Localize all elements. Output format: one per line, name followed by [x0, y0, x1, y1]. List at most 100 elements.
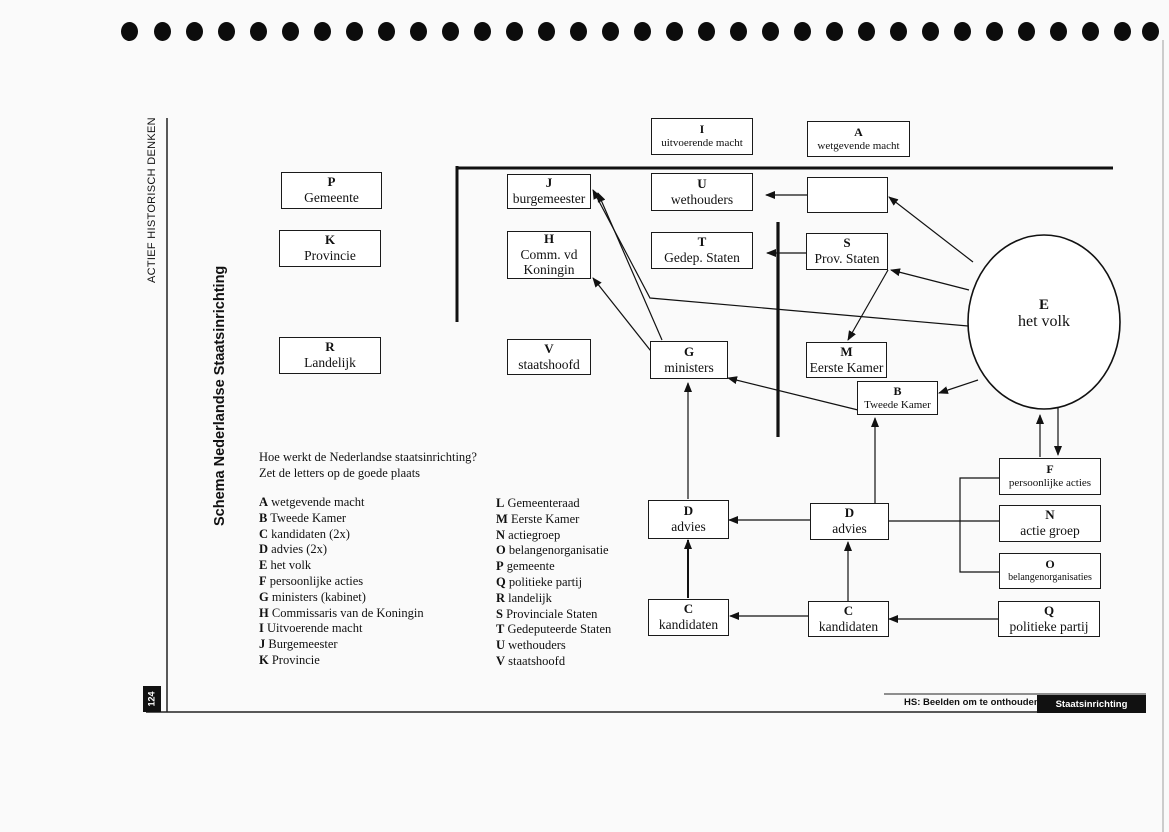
box-m-eerste-kamer: M Eerste Kamer	[806, 342, 887, 378]
binder-hole	[506, 22, 523, 41]
legend-item: T Gedeputeerde Staten	[496, 622, 611, 638]
box-j-burgemeester: J burgemeester	[507, 174, 591, 209]
binder-hole	[570, 22, 587, 41]
box-label: politieke partij	[1009, 618, 1089, 634]
binder-hole	[730, 22, 747, 41]
arrow-b-to-g	[727, 376, 859, 411]
legend-item: S Provinciale Staten	[496, 607, 611, 623]
box-o-belangenorganisaties: O belangenorganisaties	[999, 553, 1101, 589]
box-label: Gemeente	[304, 190, 359, 206]
legend-text: belangenorganisatie	[505, 543, 609, 558]
legend-item: M Eerste Kamer	[496, 512, 611, 528]
legend-letter: K	[259, 652, 269, 667]
box-label: burgemeester	[512, 191, 586, 207]
legend-letter: T	[496, 622, 505, 637]
box-label: Comm. vd	[520, 246, 578, 262]
legend-text: wetgevende macht	[268, 495, 365, 509]
box-label: Koningin	[523, 262, 575, 278]
box-label: Landelijk	[304, 355, 356, 371]
legend-item: V staatshoofd	[496, 654, 611, 670]
box-letter: O	[1045, 557, 1055, 572]
binder-hole	[250, 22, 267, 41]
legend-letter: U	[496, 638, 506, 653]
box-letter: D	[683, 503, 694, 519]
box-d-advies-1: D advies	[648, 500, 729, 539]
box-f-persoonlijke-acties: F persoonlijke acties	[999, 458, 1101, 495]
arrow-volk-to-blank	[888, 196, 974, 263]
box-c-kandidaten-1: C kandidaten	[648, 599, 729, 636]
arrow-g-to-j-1	[597, 192, 663, 341]
arrow-volk-to-j	[592, 189, 969, 327]
legend-text: het volk	[267, 558, 312, 573]
legend-item: G ministers (kabinet)	[259, 590, 424, 606]
question-line: Hoe werkt de Nederlandse staatsinrichtin…	[259, 450, 477, 464]
schema-title: Schema Nederlandse Staatsinrichting	[212, 265, 228, 526]
footer-chapter: HS: Beelden om te onthouden	[904, 697, 1040, 708]
binder-hole	[1142, 22, 1159, 41]
box-letter: N	[1045, 507, 1055, 523]
box-letter: C	[683, 601, 694, 617]
box-d-advies-2: D advies	[810, 503, 889, 540]
legend-letter: J	[259, 637, 266, 652]
binder-hole	[666, 22, 683, 41]
legend-letter: G	[259, 589, 269, 604]
box-label: Provincie	[304, 248, 356, 264]
box-label: Prov. Staten	[814, 251, 880, 267]
box-i-uitvoerende-macht: I uitvoerende macht	[651, 118, 753, 155]
box-n-actie-groep: N actie groep	[999, 505, 1101, 542]
arrow-s-to-m	[847, 269, 889, 341]
box-letter: F	[1046, 462, 1054, 477]
box-letter: D	[844, 505, 855, 521]
volk-circle	[967, 234, 1121, 410]
box-u-wethouders: U wethouders	[651, 173, 753, 211]
legend-text: Commissaris van de Koningin	[268, 605, 424, 620]
legend-text: Tweede Kamer	[267, 510, 347, 525]
legend-letter: H	[259, 605, 269, 620]
legend-text: wethouders	[505, 638, 566, 653]
legend-text: actiegroep	[505, 527, 561, 542]
box-label: actie groep	[1020, 523, 1080, 539]
binder-hole	[602, 22, 619, 41]
legend-letter: R	[496, 590, 506, 605]
legend-letter: L	[496, 496, 505, 510]
legend-item: B Tweede Kamer	[259, 511, 424, 527]
box-label: staatshoofd	[518, 356, 580, 372]
legend-letter: E	[259, 558, 268, 573]
box-letter: C	[843, 602, 854, 618]
legend-letter: D	[259, 542, 269, 557]
box-label: kandidaten	[818, 618, 879, 634]
legend-letter: P	[496, 559, 504, 574]
legend-text: politieke partij	[505, 574, 583, 589]
binder-hole	[826, 22, 843, 41]
box-h-commissaris: H Comm. vd Koningin	[507, 231, 591, 279]
box-letter: H	[543, 231, 555, 247]
box-letter: S	[843, 235, 851, 251]
legend-letter: M	[496, 511, 508, 526]
binder-hole	[794, 22, 811, 41]
legend-item: D advies (2x)	[259, 542, 424, 558]
binder-hole	[154, 22, 171, 41]
legend-letter: B	[259, 510, 268, 525]
binder-hole	[218, 22, 235, 41]
legend-letter: N	[496, 527, 506, 542]
box-blank-gemeenteraad	[807, 177, 888, 213]
box-letter: V	[544, 340, 554, 356]
box-letter: G	[683, 343, 695, 359]
box-c-kandidaten-2: C kandidaten	[808, 601, 889, 637]
legend-text: persoonlijke acties	[266, 573, 364, 588]
box-p-gemeente: P Gemeente	[281, 172, 382, 209]
binder-hole	[1082, 22, 1099, 41]
box-letter: U	[697, 175, 707, 191]
legend-text: Burgemeester	[265, 637, 338, 652]
legend-text: staatshoofd	[505, 653, 566, 668]
legend-item: U wethouders	[496, 638, 611, 654]
legend-letter: S	[496, 606, 503, 621]
question-text: Hoe werkt de Nederlandse staatsinrichtin…	[259, 449, 477, 481]
box-a-wetgevende-macht: A wetgevende macht	[807, 121, 910, 157]
legend-item: J Burgemeester	[259, 637, 424, 653]
legend-item: A wetgevende macht	[259, 495, 424, 511]
binder-hole	[410, 22, 427, 41]
legend-item: I Uitvoerende macht	[259, 621, 424, 637]
legend-text: ministers (kabinet)	[268, 589, 366, 604]
